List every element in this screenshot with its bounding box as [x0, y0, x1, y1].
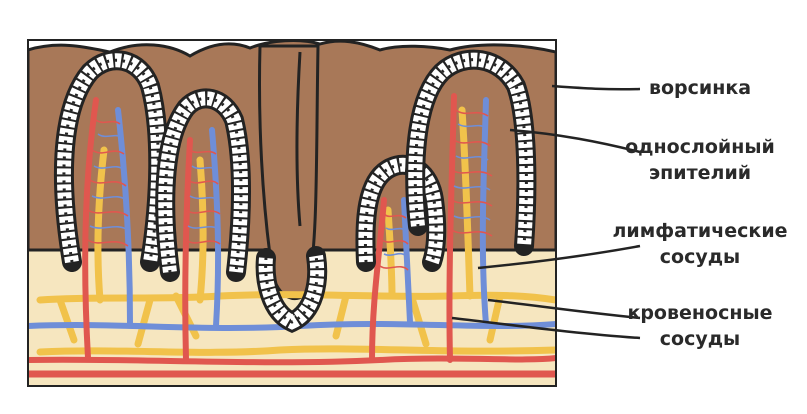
villus-epithelium-nuclei — [264, 255, 319, 324]
central-crypt — [258, 44, 320, 301]
villus-epithelium-cells — [56, 53, 166, 264]
diagram-frame — [27, 39, 557, 387]
label-epithelium: однослойный эпителий — [625, 136, 775, 184]
capillary-mesh — [87, 109, 493, 271]
villus-epithelium-nuclei — [163, 97, 243, 273]
leader-lines — [451, 84, 641, 340]
leader-lymph — [477, 244, 641, 270]
leader-villus — [551, 84, 641, 91]
villus-epithelium-nuclei — [413, 58, 528, 247]
label-blood-vessels: кровеносные сосуды — [627, 302, 773, 350]
leader-blood — [451, 316, 641, 340]
crypt-groove — [295, 51, 302, 227]
artery-network — [28, 93, 556, 366]
label-lymph-vessels: лимфатические сосуды — [612, 220, 788, 268]
leader-epithelium — [509, 128, 641, 154]
epithelium-layer — [53, 49, 537, 333]
label-villus: ворсинка — [648, 77, 752, 99]
leader-blood-2 — [487, 298, 641, 320]
